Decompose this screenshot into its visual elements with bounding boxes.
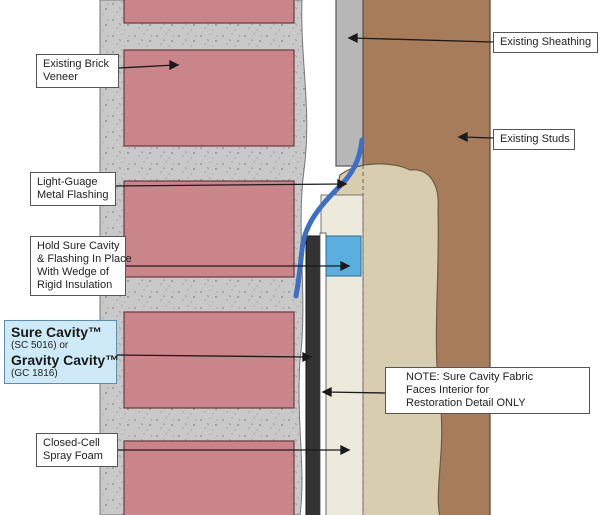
label-hold-sure-cavity: Hold Sure Cavity & Flashing In Place Wit…	[30, 236, 132, 296]
brick	[123, 0, 295, 24]
drainage-mat	[305, 235, 322, 515]
brick	[123, 440, 295, 515]
label-existing-brick-veneer: Existing Brick Veneer	[36, 54, 119, 88]
label-existing-studs: Existing Studs	[493, 129, 575, 150]
brick	[123, 180, 295, 278]
label-light-gauge-flashing: Light-Guage Metal Flashing	[30, 172, 116, 206]
label-existing-sheathing: Existing Sheathing	[493, 32, 598, 53]
product-code-gc: (GC 1816)	[11, 368, 58, 379]
brick	[123, 311, 295, 409]
rigid-insulation-wedge	[325, 235, 362, 277]
existing-sheathing	[335, 0, 364, 167]
label-note: NOTE: Sure Cavity Fabric Faces Interior …	[385, 367, 590, 414]
label-product-highlight: Sure Cavity™ (SC 5016) or Gravity Cavity…	[4, 320, 120, 384]
product-code-sc: (SC 5016) or	[11, 340, 69, 351]
leader-lines	[114, 32, 494, 456]
mat-cap	[319, 232, 327, 515]
product-name-gravity-cavity: Gravity Cavity™	[11, 352, 120, 368]
product-name-sure-cavity: Sure Cavity™	[11, 324, 103, 340]
brick	[123, 49, 295, 147]
metal-flashing	[293, 137, 365, 299]
label-closed-cell-foam: Closed-Cell Spray Foam	[36, 433, 118, 467]
